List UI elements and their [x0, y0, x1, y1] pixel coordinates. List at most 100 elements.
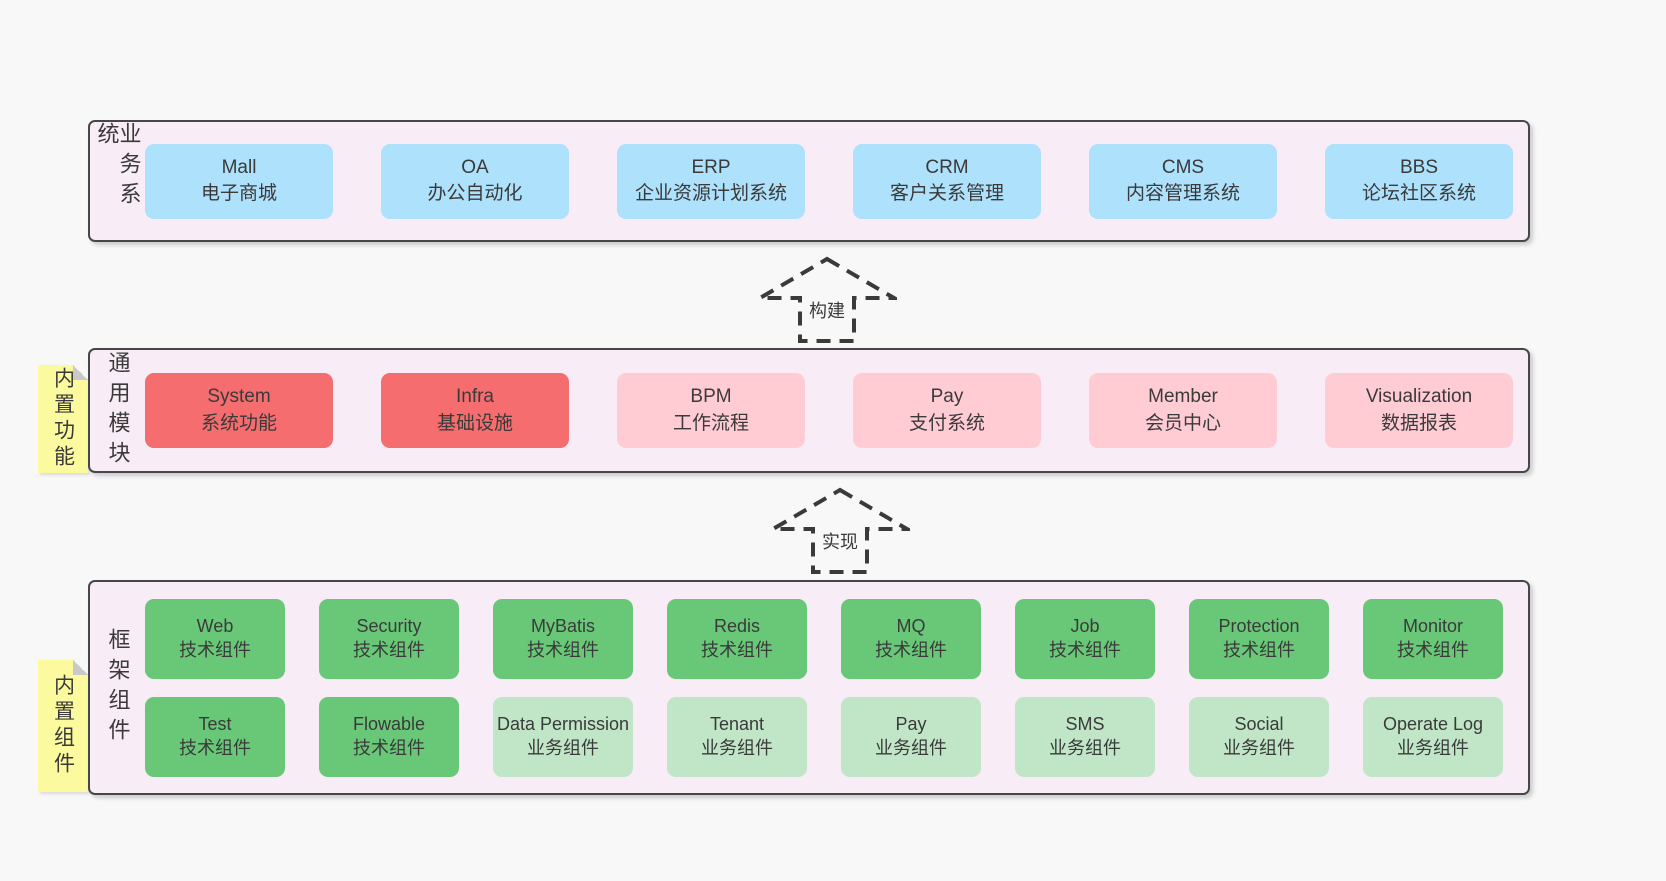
- box-system: System 系统功能: [145, 373, 333, 448]
- box-infra: Infra 基础设施: [381, 373, 569, 448]
- framework-components-grid: Web 技术组件 Security 技术组件 MyBatis 技术组件 Redi…: [145, 582, 1528, 793]
- box-protection: Protection 技术组件: [1189, 598, 1329, 679]
- box-subtitle: 技术组件: [353, 737, 425, 758]
- box-operate-log: Operate Log 业务组件: [1363, 696, 1503, 777]
- box-title: Test: [198, 714, 232, 735]
- box-title: Mall: [221, 156, 257, 178]
- section-framework-components: 框架组件 Web 技术组件 Security 技术组件 MyBatis 技术组件…: [88, 580, 1530, 795]
- box-visualization: Visualization 数据报表: [1325, 373, 1513, 448]
- box-web: Web 技术组件: [145, 598, 285, 679]
- box-subtitle: 客户关系管理: [889, 183, 1004, 204]
- framework-components-row-1: Web 技术组件 Security 技术组件 MyBatis 技术组件 Redi…: [145, 598, 1528, 679]
- framework-components-row-2: Test 技术组件 Flowable 技术组件 Data Permission …: [145, 696, 1528, 777]
- box-mq: MQ 技术组件: [841, 598, 981, 679]
- box-subtitle: 业务组件: [527, 737, 599, 758]
- box-title: Monitor: [1402, 616, 1464, 637]
- box-subtitle: 技术组件: [179, 639, 251, 660]
- section-label-text: 通用模块: [105, 350, 131, 471]
- business-systems-box-row: Mall 电子商城 OA 办公自动化 ERP 企业资源计划系统 CRM 客户关系…: [145, 122, 1528, 240]
- box-title: Pay: [930, 386, 964, 408]
- implement-arrow: 实现: [770, 487, 910, 575]
- section-label-text: 业务系统: [94, 122, 142, 212]
- box-subtitle: 数据报表: [1380, 412, 1457, 434]
- box-title: BBS: [1399, 156, 1439, 178]
- box-title: MyBatis: [530, 616, 595, 637]
- box-data-permission: Data Permission 业务组件: [493, 696, 633, 777]
- box-title: Job: [1070, 616, 1100, 637]
- box-social: Social 业务组件: [1189, 696, 1329, 777]
- box-title: BPM: [690, 386, 732, 408]
- build-arrow-label: 构建: [805, 296, 849, 324]
- box-subtitle: 系统功能: [200, 412, 277, 434]
- box-title: Web: [196, 616, 234, 637]
- box-job: Job 技术组件: [1015, 598, 1155, 679]
- box-bpm: BPM 工作流程: [617, 373, 805, 448]
- box-mybatis: MyBatis 技术组件: [493, 598, 633, 679]
- box-title: MQ: [896, 616, 926, 637]
- box-subtitle: 技术组件: [1223, 639, 1295, 660]
- box-title: Flowable: [352, 714, 426, 735]
- box-title: CRM: [925, 156, 969, 178]
- box-bbs: BBS 论坛社区系统: [1325, 143, 1513, 219]
- box-title: Operate Log: [1382, 714, 1484, 735]
- build-arrow: 构建: [757, 256, 897, 344]
- box-redis: Redis 技术组件: [667, 598, 807, 679]
- box-title: Tenant: [709, 714, 765, 735]
- box-subtitle: 支付系统: [908, 412, 985, 434]
- box-pay-business: Pay 业务组件: [841, 696, 981, 777]
- box-title: Pay: [895, 714, 927, 735]
- box-subtitle: 技术组件: [353, 639, 425, 660]
- note-text: 内置组件: [51, 674, 75, 778]
- section-business-systems-label: 业务系统: [90, 122, 145, 240]
- section-business-systems: 业务系统 Mall 电子商城 OA 办公自动化 ERP 企业资源计划系统 CRM…: [88, 120, 1530, 242]
- box-title: Member: [1148, 386, 1218, 408]
- box-subtitle: 业务组件: [701, 737, 773, 758]
- box-title: SMS: [1065, 714, 1105, 735]
- box-monitor: Monitor 技术组件: [1363, 598, 1503, 679]
- box-subtitle: 技术组件: [1397, 639, 1469, 660]
- box-test: Test 技术组件: [145, 696, 285, 777]
- box-subtitle: 电子商城: [200, 183, 277, 204]
- box-title: Redis: [713, 616, 761, 637]
- box-subtitle: 技术组件: [179, 737, 251, 758]
- box-title: System: [207, 386, 271, 408]
- common-modules-box-row: System 系统功能 Infra 基础设施 BPM 工作流程 Pay 支付系统…: [145, 350, 1528, 471]
- box-title: Protection: [1218, 616, 1300, 637]
- box-security: Security 技术组件: [319, 598, 459, 679]
- section-common-modules: 通用模块 System 系统功能 Infra 基础设施 BPM 工作流程 Pay…: [88, 348, 1530, 473]
- box-cms: CMS 内容管理系统: [1089, 143, 1277, 219]
- box-mall: Mall 电子商城: [145, 143, 333, 219]
- box-subtitle: 工作流程: [672, 412, 749, 434]
- note-text: 内置功能: [51, 367, 75, 471]
- section-common-modules-label: 通用模块: [90, 350, 145, 471]
- box-subtitle: 论坛社区系统: [1361, 183, 1476, 204]
- box-title: OA: [461, 156, 489, 178]
- box-title: Data Permission: [496, 714, 630, 735]
- implement-arrow-label: 实现: [818, 527, 862, 555]
- box-tenant: Tenant 业务组件: [667, 696, 807, 777]
- note-built-in-components: 内置组件: [38, 660, 88, 792]
- dashed-up-arrow-icon: [770, 487, 910, 574]
- section-framework-components-label: 框架组件: [90, 582, 145, 793]
- section-label-text: 框架组件: [105, 627, 131, 748]
- box-pay: Pay 支付系统: [853, 373, 1041, 448]
- box-subtitle: 技术组件: [875, 639, 947, 660]
- box-subtitle: 基础设施: [436, 412, 513, 434]
- box-subtitle: 业务组件: [875, 737, 947, 758]
- box-member: Member 会员中心: [1089, 373, 1277, 448]
- box-oa: OA 办公自动化: [381, 143, 569, 219]
- box-crm: CRM 客户关系管理: [853, 143, 1041, 219]
- box-subtitle: 业务组件: [1223, 737, 1295, 758]
- box-subtitle: 业务组件: [1049, 737, 1121, 758]
- box-subtitle: 内容管理系统: [1125, 183, 1240, 204]
- box-title: CMS: [1161, 156, 1205, 178]
- note-built-in-features: 内置功能: [38, 365, 88, 473]
- box-flowable: Flowable 技术组件: [319, 696, 459, 777]
- box-subtitle: 技术组件: [701, 639, 773, 660]
- box-title: Visualization: [1365, 386, 1473, 408]
- box-title: ERP: [691, 156, 731, 178]
- box-subtitle: 办公自动化: [427, 183, 523, 204]
- box-subtitle: 技术组件: [527, 639, 599, 660]
- box-title: Social: [1234, 714, 1284, 735]
- box-sms: SMS 业务组件: [1015, 696, 1155, 777]
